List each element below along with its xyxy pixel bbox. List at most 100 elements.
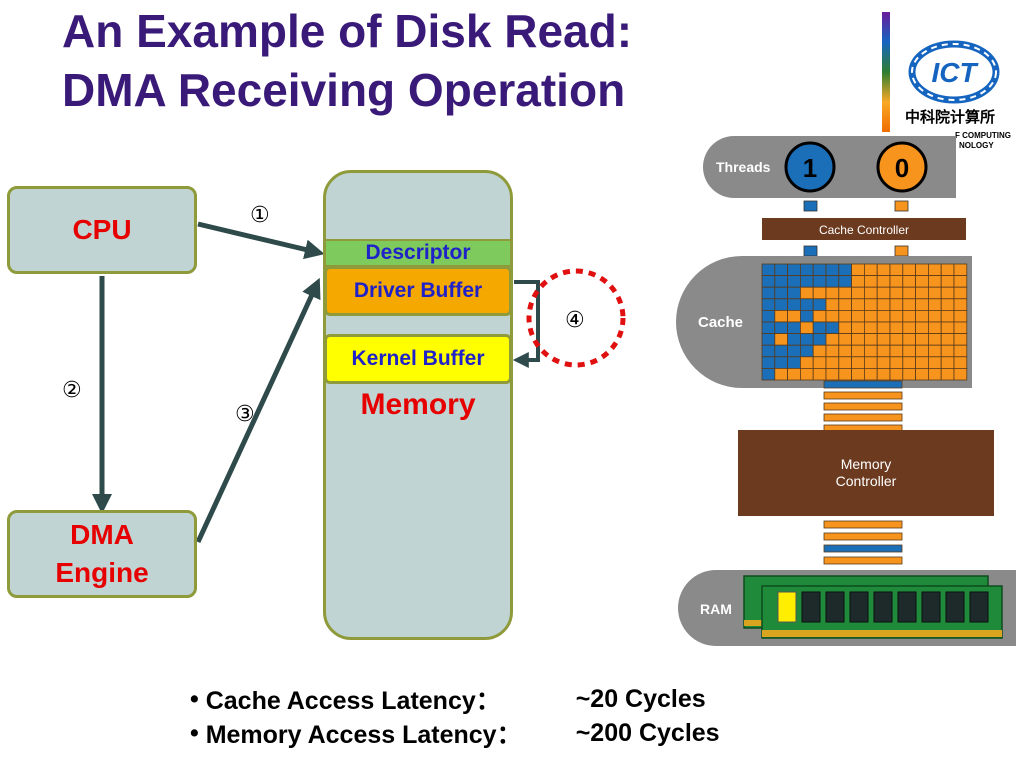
thread-1-connector bbox=[803, 200, 818, 212]
cache-line bbox=[889, 309, 904, 323]
cache-line bbox=[889, 263, 904, 277]
logo-cn-text: 中科院计算所 bbox=[905, 108, 996, 126]
bullet-value: ~200 Cycles bbox=[575, 718, 720, 747]
cache-line bbox=[927, 309, 942, 323]
cache-line bbox=[825, 263, 840, 277]
cache-line bbox=[953, 367, 968, 381]
step-2-label: ② bbox=[62, 378, 82, 403]
ram-chip bbox=[777, 591, 797, 623]
cache-line bbox=[902, 298, 917, 311]
cache-line bbox=[761, 263, 776, 277]
bus-line bbox=[823, 413, 903, 422]
cache-line bbox=[902, 309, 917, 323]
memory-controller-line-2: Controller bbox=[836, 473, 897, 489]
cache-line bbox=[761, 298, 776, 311]
ram-chip bbox=[801, 591, 821, 623]
cache-orange-connector bbox=[894, 245, 909, 257]
cache-line bbox=[953, 333, 968, 346]
cache-line bbox=[927, 356, 942, 369]
bus-line bbox=[823, 544, 903, 553]
cache-line bbox=[927, 263, 942, 277]
memory-controller-line-1: Memory bbox=[841, 456, 892, 472]
cache-line bbox=[902, 344, 917, 358]
cache-line bbox=[838, 298, 853, 311]
cache-line bbox=[927, 321, 942, 335]
cache-line bbox=[825, 286, 840, 300]
cache-line bbox=[940, 344, 955, 358]
cache-line bbox=[812, 356, 827, 369]
cache-line bbox=[812, 275, 827, 288]
cache-line bbox=[761, 344, 776, 358]
cache-line bbox=[825, 309, 840, 323]
bullet-value: ~20 Cycles bbox=[575, 684, 706, 713]
descriptor-label: Descriptor bbox=[365, 241, 471, 264]
cache-line bbox=[851, 321, 865, 335]
cache-line bbox=[876, 367, 891, 381]
cache-line bbox=[838, 344, 853, 358]
title-line-2: DMA Receiving Operation bbox=[62, 64, 626, 116]
ram-label: RAM bbox=[700, 601, 732, 617]
cache-line bbox=[838, 333, 853, 346]
cache-line bbox=[927, 367, 942, 381]
cache-line bbox=[927, 298, 942, 311]
dma-label-line-1: DMA bbox=[70, 519, 134, 550]
bus-line bbox=[823, 402, 903, 411]
cache-hierarchy-figure: Threads 1 0 Cache Controller Cache Memor… bbox=[676, 136, 1016, 646]
cache-line bbox=[863, 321, 878, 335]
cache-line bbox=[838, 356, 853, 369]
cache-line bbox=[761, 309, 776, 323]
kernel-buffer-label: Kernel Buffer bbox=[351, 347, 485, 370]
cache-line bbox=[812, 309, 827, 323]
bus-line bbox=[823, 520, 903, 529]
cache-line bbox=[876, 263, 891, 277]
ram-chip bbox=[921, 591, 941, 623]
cache-line bbox=[800, 263, 814, 277]
bullet-label: Cache Access Latency： bbox=[205, 687, 501, 715]
cache-line bbox=[812, 333, 827, 346]
title-line-1: An Example of Disk Read: bbox=[62, 5, 633, 57]
kernel-buffer: Kernel Buffer bbox=[324, 334, 512, 384]
cache-line bbox=[953, 321, 968, 335]
cache-line bbox=[953, 309, 968, 323]
cache-line bbox=[825, 356, 840, 369]
cache-line bbox=[927, 344, 942, 358]
cache-line bbox=[774, 321, 789, 335]
thread-0-connector bbox=[894, 200, 909, 212]
ram-chip bbox=[969, 591, 989, 623]
cache-line bbox=[774, 333, 789, 346]
cache-line bbox=[863, 298, 878, 311]
cache-line bbox=[812, 367, 827, 381]
logo-mark-text: ICT bbox=[931, 57, 979, 88]
cache-line bbox=[800, 275, 814, 288]
cache-line bbox=[863, 344, 878, 358]
cache-line bbox=[761, 367, 776, 381]
cache-line bbox=[838, 286, 853, 300]
cache-line bbox=[889, 275, 904, 288]
arrow-step-1 bbox=[197, 221, 325, 260]
cache-line bbox=[812, 298, 827, 311]
cache-line bbox=[953, 344, 968, 358]
driver-buffer: Driver Buffer bbox=[324, 266, 512, 316]
cache-line bbox=[851, 344, 865, 358]
bus-line bbox=[823, 532, 903, 541]
cache-line bbox=[889, 321, 904, 335]
cache-line bbox=[812, 263, 827, 277]
cache-line bbox=[812, 286, 827, 300]
driver-buffer-label: Driver Buffer bbox=[353, 279, 483, 302]
cache-line bbox=[902, 367, 917, 381]
cache-line bbox=[787, 321, 801, 335]
bullet-dot: • bbox=[190, 718, 206, 747]
cache-line bbox=[761, 321, 776, 335]
cache-line bbox=[812, 321, 827, 335]
memory-ram-bus bbox=[823, 520, 903, 565]
ram-module-front-contacts bbox=[762, 630, 1002, 637]
ict-logo-icon: ICT bbox=[908, 40, 1000, 104]
cache-line bbox=[787, 309, 801, 323]
ram-chip bbox=[897, 591, 917, 623]
cache-line bbox=[787, 286, 801, 300]
cache-line bbox=[761, 356, 776, 369]
cache-line bbox=[812, 344, 827, 358]
cache-line bbox=[761, 286, 776, 300]
cache-line bbox=[863, 309, 878, 323]
cache-line bbox=[863, 286, 878, 300]
